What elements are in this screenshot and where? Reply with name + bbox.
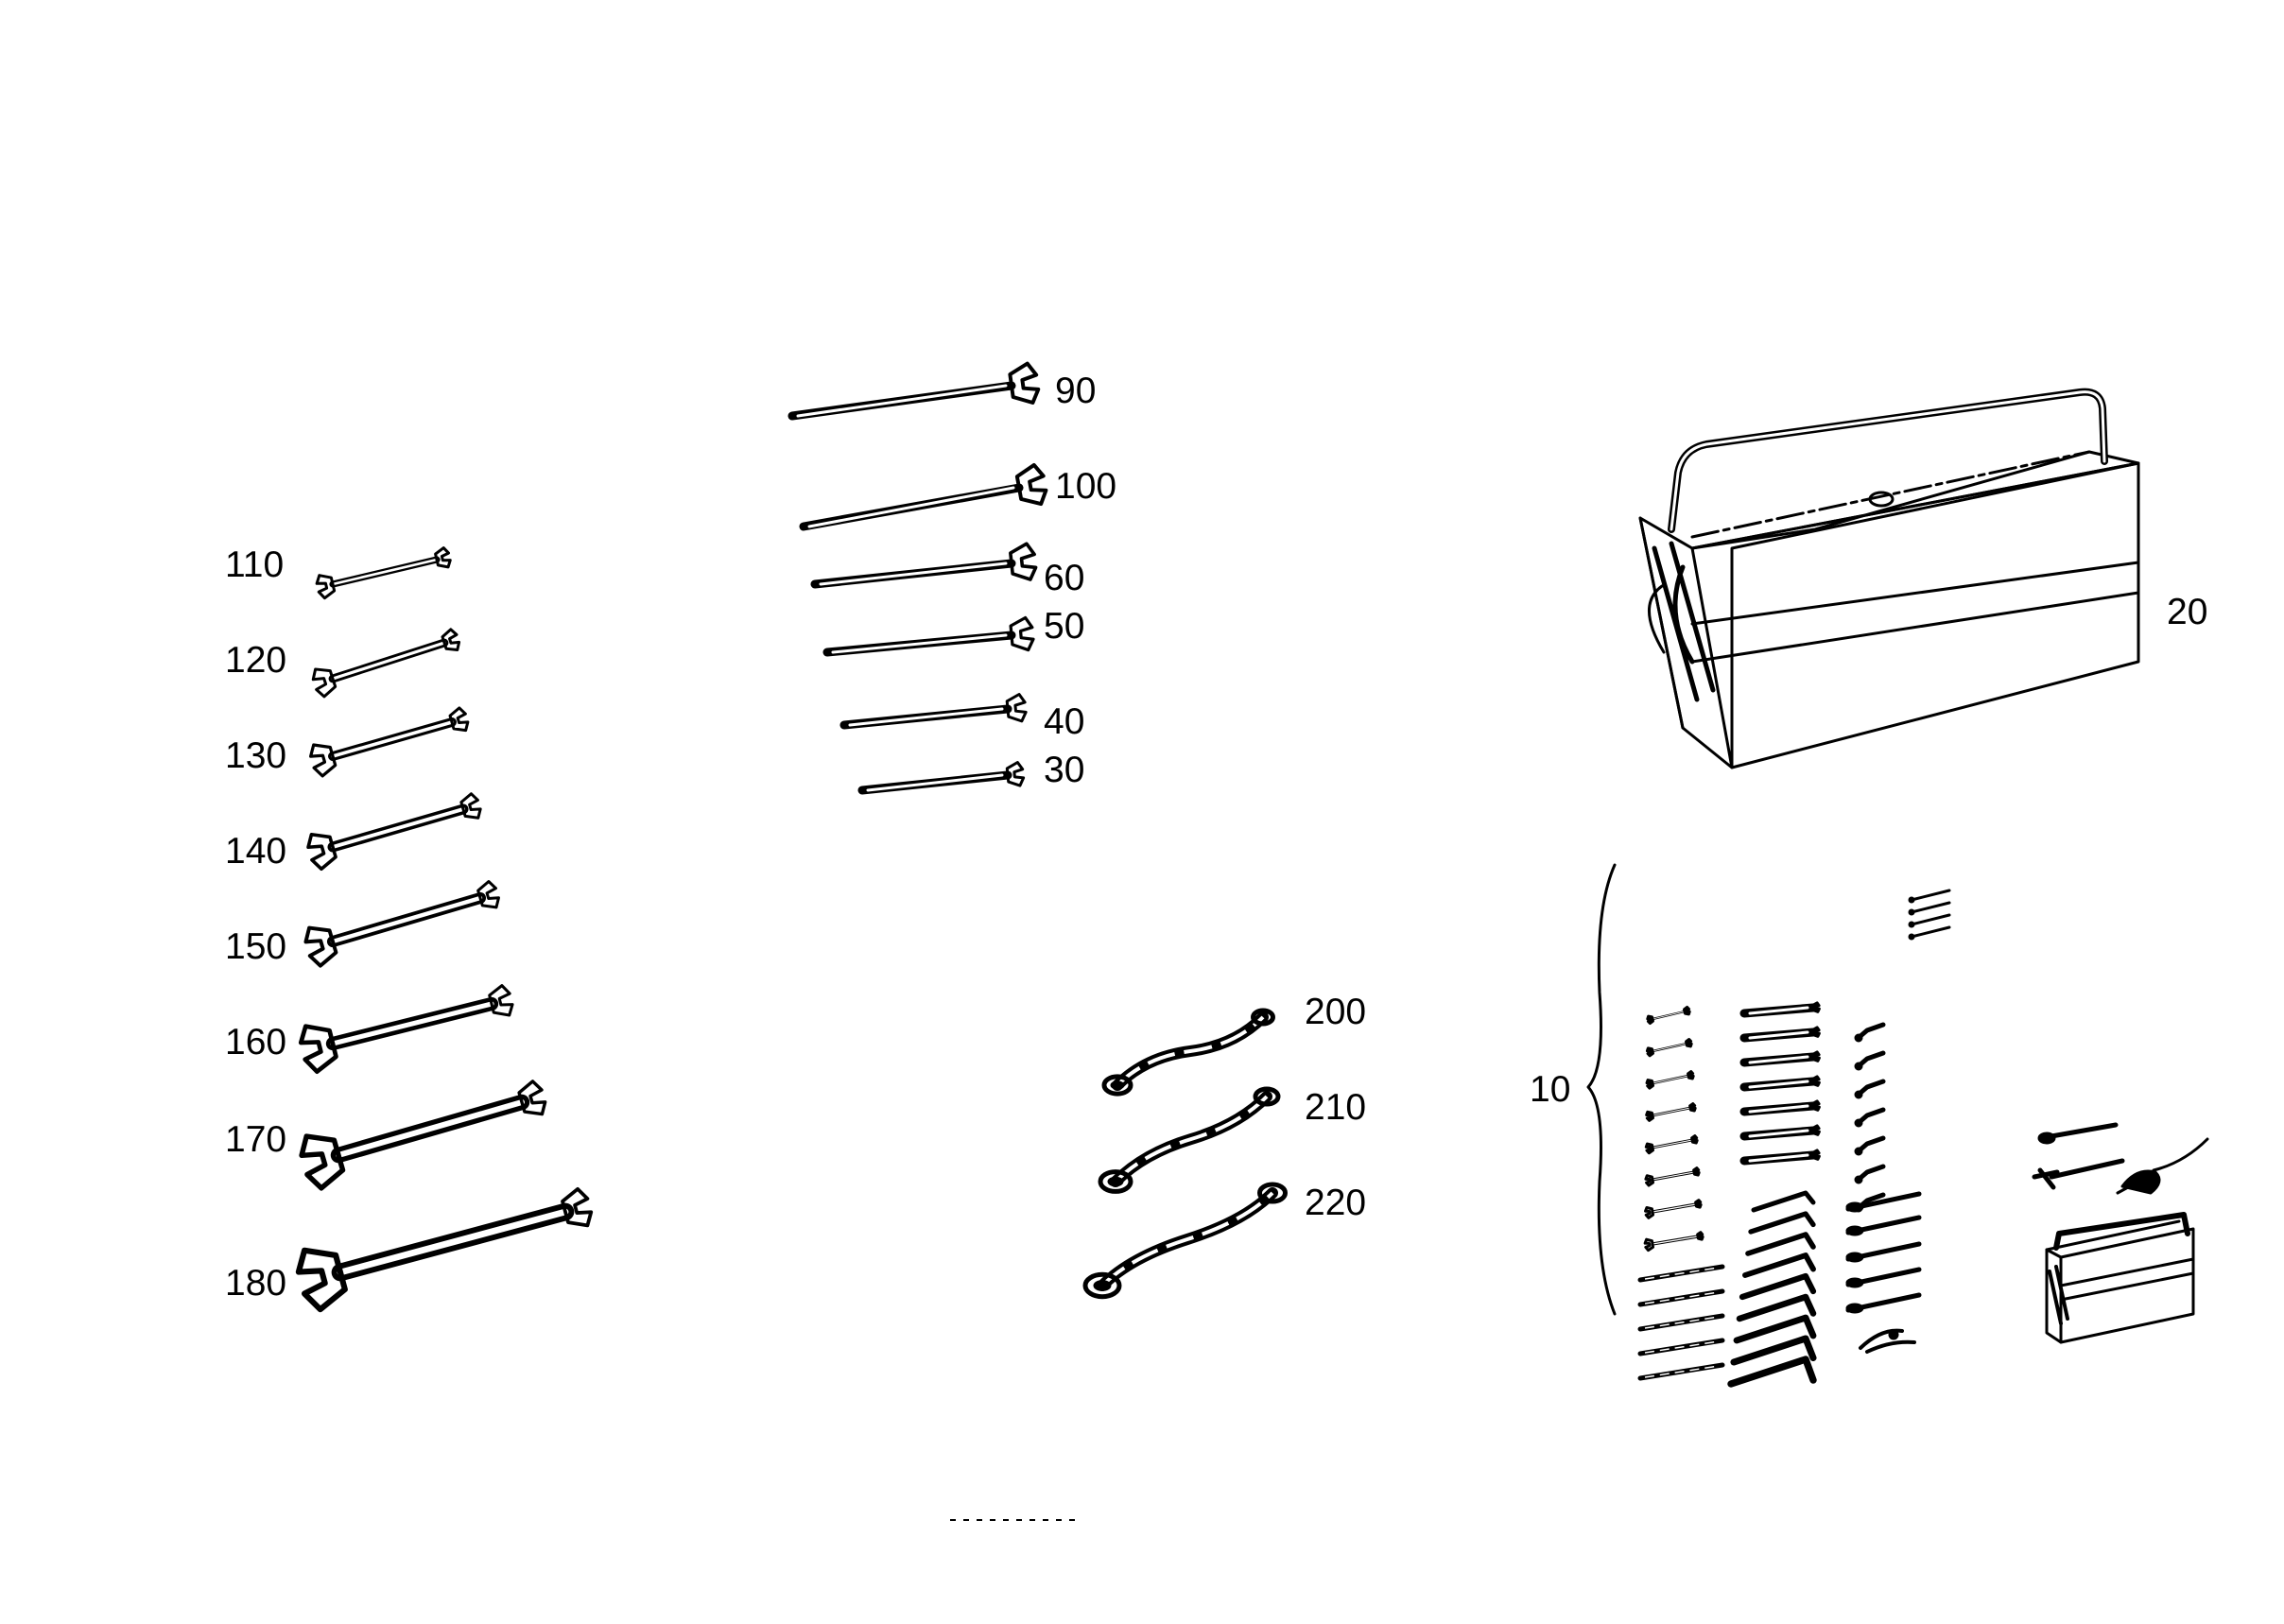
screwdriver-icon [1854,1107,1886,1128]
wrench-icon [1739,1075,1821,1092]
allen-key-icon [1745,1232,1816,1256]
wrench-icon [799,462,1048,531]
ring-wrench-icon [1082,1182,1288,1300]
allen-key-icon [1908,913,1951,928]
ring-wrench-icon [1098,1086,1281,1194]
wrench-icon [1645,1070,1695,1090]
allen-key-icon [1742,1253,1816,1278]
wrench-icon [1739,1001,1821,1018]
wrench-label-170: 170 [225,1119,287,1160]
pliers-icon [1859,1328,1916,1354]
allen-key-icon [1751,1190,1816,1213]
screwdriver-icon [1637,1362,1725,1381]
screwdriver-icon [1854,1135,1886,1156]
ring-wrench-label-210: 210 [1305,1087,1367,1128]
screwdriver-icon [1845,1191,1922,1213]
wrench-icon [295,1186,594,1313]
screwdriver-icon [1854,1079,1886,1099]
tool-set-label: 10 [1530,1069,1571,1110]
wrench-label-40: 40 [1044,701,1085,742]
open-end-wrench-column [295,546,594,1313]
wrench-label-120: 120 [225,640,287,681]
single-open-wrench-column [787,361,1048,795]
screwdriver-icon [1854,1022,1886,1043]
wrench-label-110: 110 [225,544,285,585]
wrench-icon [306,792,482,872]
screwdriver-icon [1637,1313,1725,1332]
ring-wrench-label-220: 220 [1305,1183,1367,1223]
allen-key-icon [1727,1356,1817,1388]
wrench-icon [1644,1134,1699,1155]
wrench-icon [1644,1199,1703,1219]
allen-key-icon [1748,1211,1816,1235]
wrench-icon [1739,1149,1821,1166]
screwdriver-icon [1845,1215,1922,1236]
wrench-icon [1646,1005,1691,1026]
screwdriver-icon [1845,1241,1922,1263]
wrench-icon [1645,1038,1693,1058]
wrench-icon [1644,1166,1701,1187]
wrench-icon [315,546,452,600]
wrench-label-60: 60 [1044,558,1085,598]
screwdriver-icon [1845,1267,1922,1288]
screwdriver-icon [1637,1264,1725,1283]
wrench-icon [1739,1050,1821,1067]
wrench-label-160: 160 [225,1022,287,1063]
allen-key-icon [1733,1314,1817,1344]
wrench-icon [822,615,1035,657]
ring-wrench-column [1082,1008,1288,1300]
wrench-icon [303,880,500,968]
screwdriver-icon [1637,1338,1725,1356]
allen-key-icon [1908,925,1951,941]
screwdriver-icon [1845,1292,1922,1314]
wrench-icon [810,542,1038,589]
wrench-icon [1739,1099,1821,1116]
screwdriver-icon [1854,1050,1886,1071]
toolbox-icon [2045,1212,2195,1344]
wrench-icon [309,706,470,778]
wrench-label-150: 150 [225,926,287,967]
wrench-label-30: 30 [1044,750,1085,790]
wrench-label-180: 180 [225,1263,287,1304]
toolbox-label: 20 [2167,592,2208,632]
wrench-label-50: 50 [1044,606,1085,647]
wrench-label-90: 90 [1055,371,1097,411]
allen-key-icon [1730,1335,1817,1366]
screwdriver-icon [1637,1288,1725,1307]
allen-key-icon [1739,1272,1817,1301]
wrench-icon [311,628,461,699]
wrench-icon [839,692,1028,730]
tool-set-contents [1637,889,1951,1388]
wrench-icon [857,761,1026,795]
brace-icon [1586,863,1617,1316]
wrench-icon [787,361,1041,421]
wrench-label-140: 140 [225,831,287,872]
screwdriver-icon [1854,1164,1886,1184]
wrench-icon [1739,1124,1821,1141]
wrench-icon [298,984,514,1074]
toolbox-icon [1638,388,2140,769]
misc-tools [2032,1122,2209,1195]
ring-wrench-label-200: 200 [1305,992,1367,1032]
wrench-label-130: 130 [225,735,287,776]
wrench-icon [299,1080,547,1191]
wrench-icon [1643,1231,1704,1253]
wrench-icon [1645,1102,1697,1122]
allen-key-icon [1736,1293,1817,1322]
wrench-label-100: 100 [1055,466,1117,507]
ring-wrench-icon [1101,1008,1275,1097]
wrench-icon [1739,1026,1821,1043]
allen-key-icon [1908,889,1951,904]
allen-key-icon [1908,901,1951,916]
